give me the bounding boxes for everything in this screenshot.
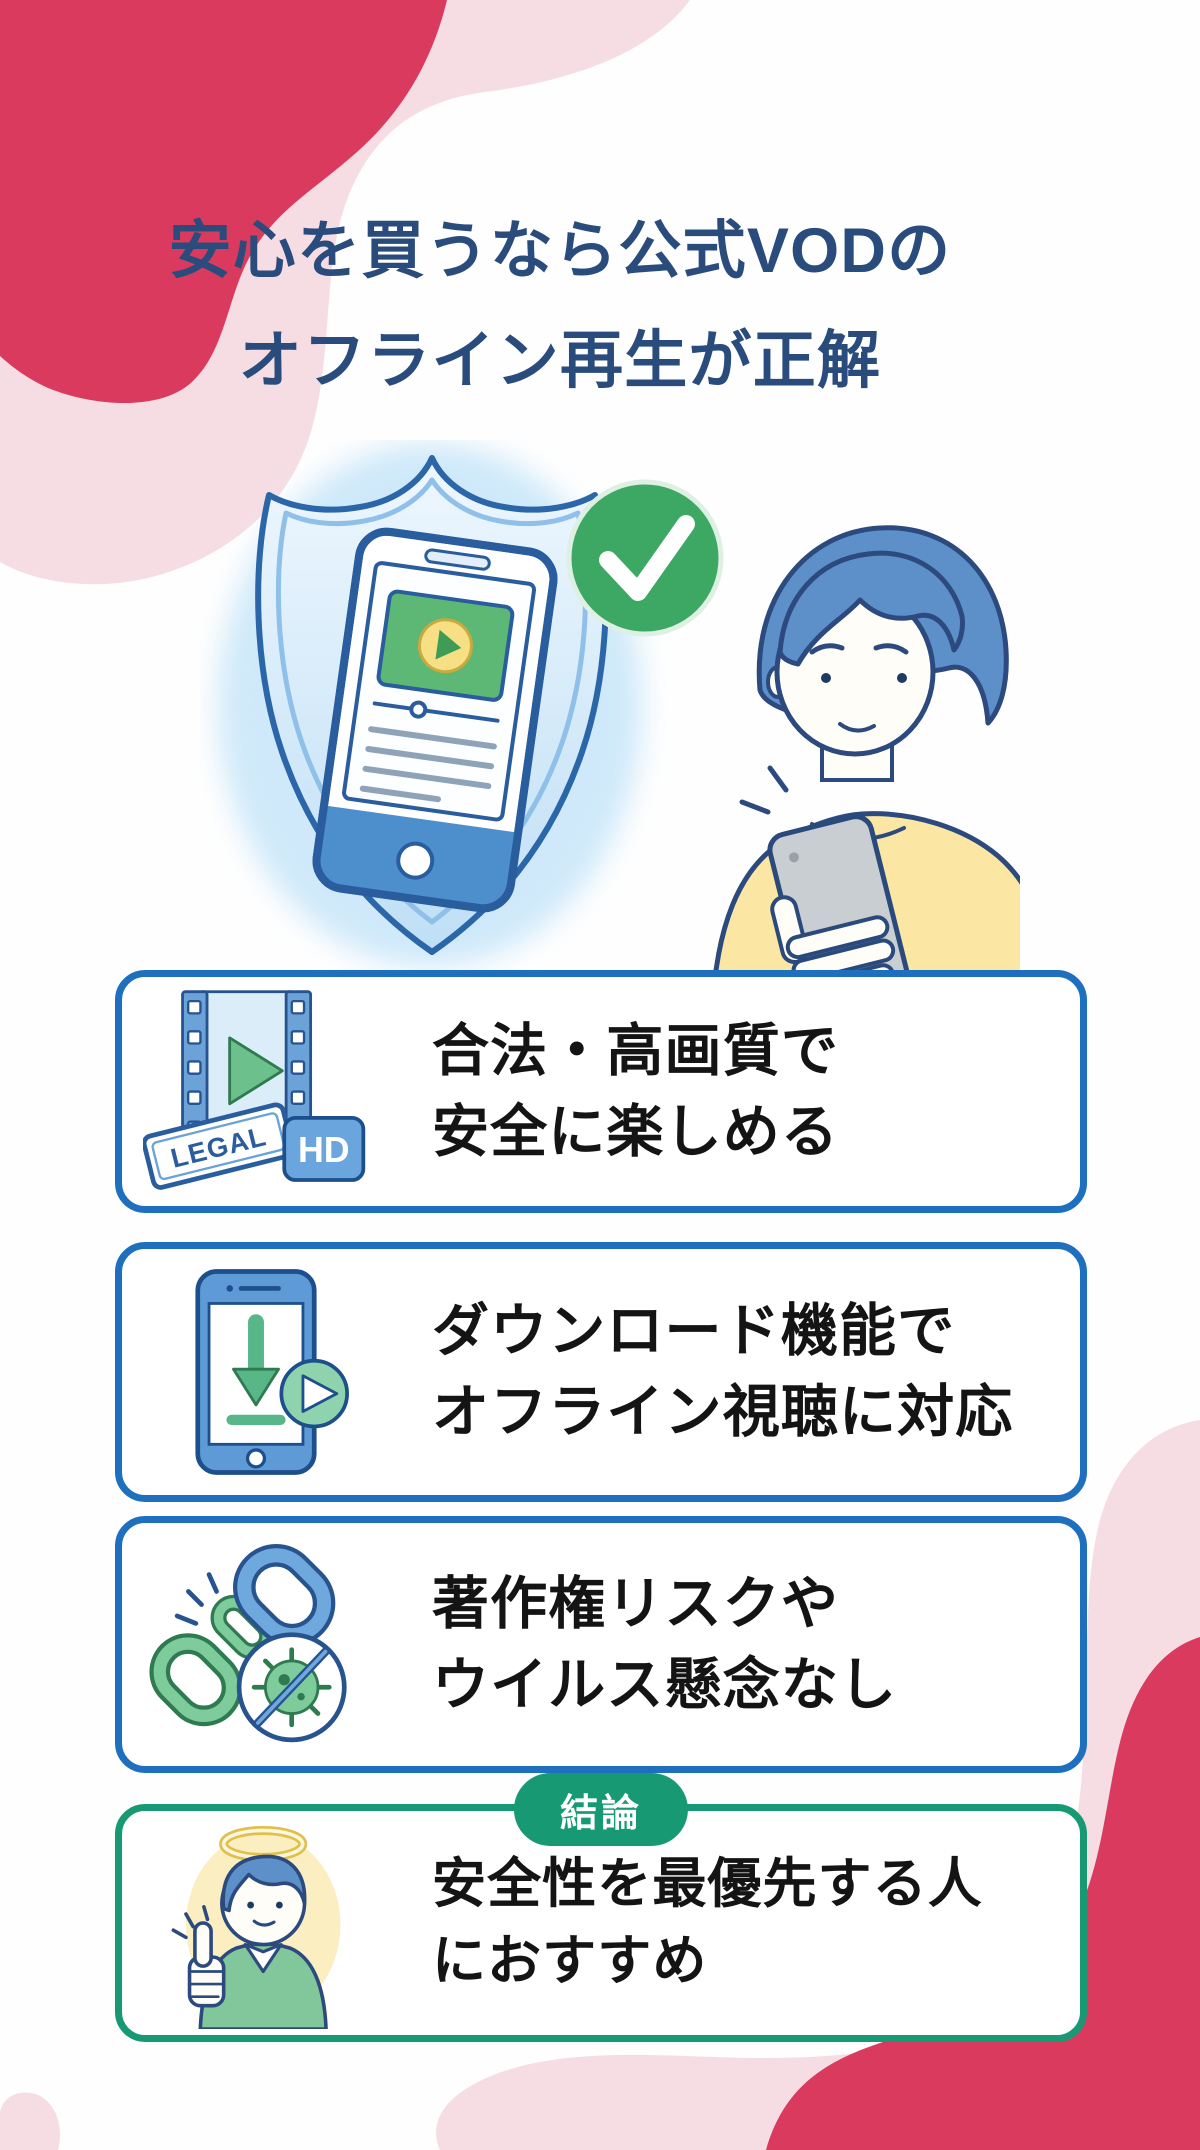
blue-chain-link — [233, 1543, 336, 1646]
card-text: 合法・高画質で 安全に楽しめる — [432, 1011, 1080, 1173]
play-icon — [301, 1374, 339, 1413]
info-card-legal-hd: LEGAL HD 合法・高画質で 安全に楽しめる — [115, 970, 1087, 1213]
no-virus-sign — [236, 1631, 347, 1742]
card-line2: 安全に楽しめる — [432, 1099, 839, 1164]
info-card-download: ダウンロード機能で オフライン視聴に対応 — [115, 1242, 1087, 1502]
hair — [221, 1854, 307, 1913]
legal-stamp: LEGAL — [143, 1101, 295, 1190]
green-chain-link — [149, 1632, 243, 1726]
download-arrow — [226, 1314, 286, 1426]
thumbs-up-hand — [187, 1921, 226, 2008]
hd-badge: HD — [282, 1115, 366, 1182]
info-card-no-risk: 著作権リスクや ウイルス懸念なし — [115, 1516, 1087, 1773]
page-title: 安心を買うなら公式VODの オフライン再生が正解 — [0, 196, 1120, 417]
spark-lines — [171, 1905, 210, 1940]
card-text: 著作権リスクや ウイルス懸念なし — [432, 1564, 1080, 1726]
play-circle — [279, 1358, 349, 1429]
shield-phone-illustration — [312, 527, 558, 913]
person-illustration — [709, 525, 1020, 1015]
spark-lines — [174, 1571, 219, 1626]
red-blob-top-left — [0, 0, 447, 404]
phone-download-icon — [195, 1269, 349, 1475]
pink-blob-bottom-left — [0, 2092, 60, 2150]
spark-lines — [739, 765, 789, 815]
card-line2: オフライン視聴に対応 — [432, 1380, 1014, 1444]
conclusion-card: 結論 — [115, 1773, 1087, 2042]
film-legal-hd-icon: LEGAL HD — [143, 989, 366, 1190]
card-line1: ダウンロード機能で — [432, 1299, 956, 1364]
conclusion-badge: 結論 — [513, 1773, 689, 1846]
card-line2: ウイルス懸念なし — [432, 1652, 898, 1717]
card-text: ダウンロード機能で オフライン視聴に対応 — [432, 1291, 1080, 1453]
broken-link-virus-icon — [149, 1543, 347, 1742]
conclusion-text: 安全性を最優先する人 におすすめ — [432, 1846, 1080, 1999]
conclusion-line1: 安全性を最優先する人 — [432, 1854, 983, 1915]
conclusion-line2: におすすめ — [432, 1931, 708, 1991]
hero-illustration — [218, 443, 1020, 1015]
hd-label: HD — [298, 1130, 350, 1170]
collar — [243, 1942, 283, 1974]
page-title-line2: オフライン再生が正解 — [238, 326, 882, 397]
card-line1: 合法・高画質で — [432, 1018, 839, 1083]
play-icon — [435, 629, 462, 660]
red-blob-bottom-right — [766, 1637, 1200, 2150]
page-title-line1: 安心を買うなら公式VODの — [168, 216, 952, 286]
halo-person-icon — [171, 1825, 341, 2029]
play-icon — [228, 1035, 284, 1105]
check-circle-icon — [566, 479, 724, 637]
card-line1: 著作権リスクや — [432, 1571, 839, 1636]
